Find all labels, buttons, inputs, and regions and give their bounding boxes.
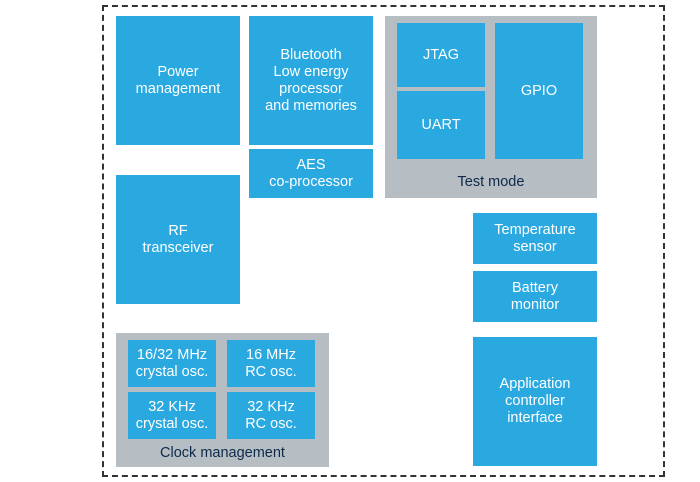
temperature-sensor-block: Temperature sensor	[473, 213, 597, 264]
jtag-block: JTAG	[397, 23, 485, 87]
rf-transceiver-block: RF transceiver	[116, 175, 240, 304]
battery-monitor-block: Battery monitor	[473, 271, 597, 322]
crystal-osc-32khz-block: 32 KHz crystal osc.	[128, 392, 216, 439]
application-controller-interface-block: Application controller interface	[473, 337, 597, 466]
uart-block: UART	[397, 91, 485, 159]
clock-management-group: 16/32 MHz crystal osc. 16 MHz RC osc. 32…	[116, 333, 329, 467]
power-management-block: Power management	[116, 16, 240, 145]
crystal-osc-16-32mhz-block: 16/32 MHz crystal osc.	[128, 340, 216, 387]
test-mode-label: Test mode	[457, 174, 525, 190]
rc-osc-16mhz-block: 16 MHz RC osc.	[227, 340, 315, 387]
test-mode-group: JTAG UART GPIO Test mode	[385, 16, 597, 198]
gpio-block: GPIO	[495, 23, 583, 159]
chip-boundary	[102, 5, 665, 477]
aes-coprocessor-block: AES co-processor	[249, 149, 373, 198]
rc-osc-32khz-block: 32 KHz RC osc.	[227, 392, 315, 439]
ble-processor-block: Bluetooth Low energy processor and memor…	[249, 16, 373, 145]
clock-management-label: Clock management	[160, 445, 285, 461]
